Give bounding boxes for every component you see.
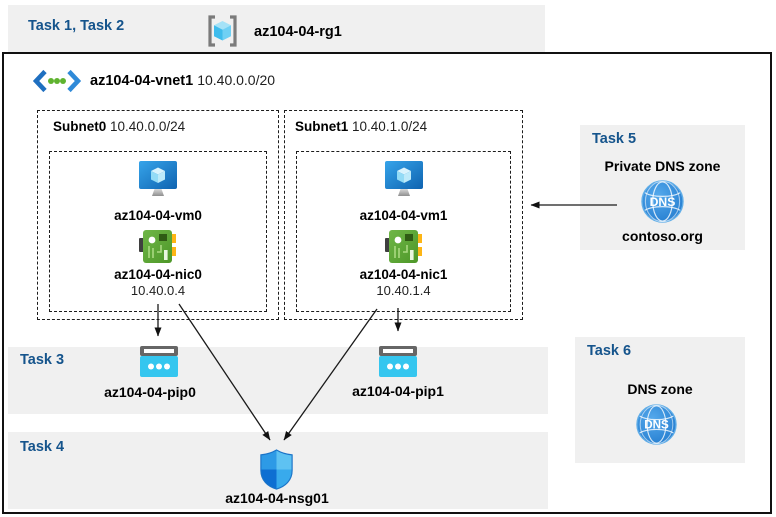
subnet1-vm-group: az104-04-vm1 az104-04-nic1 10.40.1.4 (296, 151, 511, 312)
nic1-name: az104-04-nic1 (359, 267, 448, 282)
vm1-icon (384, 161, 423, 196)
task-1-2-label: Task 1, Task 2 (28, 18, 125, 34)
nic0-name: az104-04-nic0 (114, 267, 202, 282)
task6-panel: Task 6 DNS zone DNS (575, 337, 745, 463)
private-dns-zone-name: contoso.org (622, 228, 703, 244)
dns-icon-text: DNS (644, 419, 669, 432)
vnet-cidr: 10.40.0.0/20 (197, 72, 276, 88)
subnet0-title: Subnet0 10.40.0.0/24 (53, 119, 185, 134)
task6-label: Task 6 (587, 343, 632, 359)
private-dns-zone-icon: DNS (641, 180, 684, 223)
vnet-name: az104-04-vnet1 (90, 73, 194, 89)
task3-label: Task 3 (20, 352, 65, 368)
vm1-name: az104-04-vm1 (359, 208, 448, 223)
subnet0-box: Subnet0 10.40.0.0/24 az104-04-vm0 (37, 110, 279, 320)
subnet0-vm-group: az104-04-vm0 az104-04-nic0 10.40.0.4 (49, 151, 267, 312)
dns-zone-title: DNS zone (627, 381, 693, 397)
resource-group-icon (208, 15, 237, 47)
nic0-ip: 10.40.0.4 (130, 283, 186, 298)
resource-group-name: az104-04-rg1 (254, 24, 342, 40)
nic1-ip: 10.40.1.4 (376, 283, 431, 298)
pip1-name: az104-04-pip1 (352, 383, 444, 399)
nic1-icon (384, 230, 422, 263)
private-dns-zone-title: Private DNS zone (604, 158, 721, 174)
pip0-icon (140, 346, 178, 377)
vnet-title: az104-04-vnet1 10.40.0.0/20 (90, 72, 275, 89)
task4-label: Task 4 (20, 439, 65, 455)
subnet1-title: Subnet1 10.40.1.0/24 (295, 119, 427, 134)
virtual-network-icon (33, 69, 81, 93)
vm0-name: az104-04-vm0 (114, 208, 202, 223)
task3-panel: Task 3 (8, 347, 548, 414)
resource-group-panel: Task 1, Task 2 az104-04-rg1 (8, 5, 545, 52)
subnet0-name: Subnet0 (53, 119, 107, 134)
nic0-icon (139, 230, 176, 263)
subnet1-cidr: 10.40.1.0/24 (352, 119, 428, 134)
dns-icon-text: DNS (650, 195, 676, 209)
subnet1-box: Subnet1 10.40.1.0/24 az104-04-vm1 (284, 110, 523, 320)
nsg-name: az104-04-nsg01 (225, 490, 329, 506)
task5-label: Task 5 (592, 131, 637, 147)
subnet0-cidr: 10.40.0.0/24 (110, 119, 186, 134)
dns-zone-icon: DNS (636, 404, 677, 445)
task5-panel: Task 5 Private DNS zone DNS contoso.org (580, 125, 745, 250)
pip1-icon (379, 346, 417, 377)
subnet1-name: Subnet1 (295, 119, 349, 134)
pip0-name: az104-04-pip0 (104, 384, 196, 400)
nsg-shield-icon (260, 449, 293, 490)
vm0-icon (139, 161, 177, 196)
